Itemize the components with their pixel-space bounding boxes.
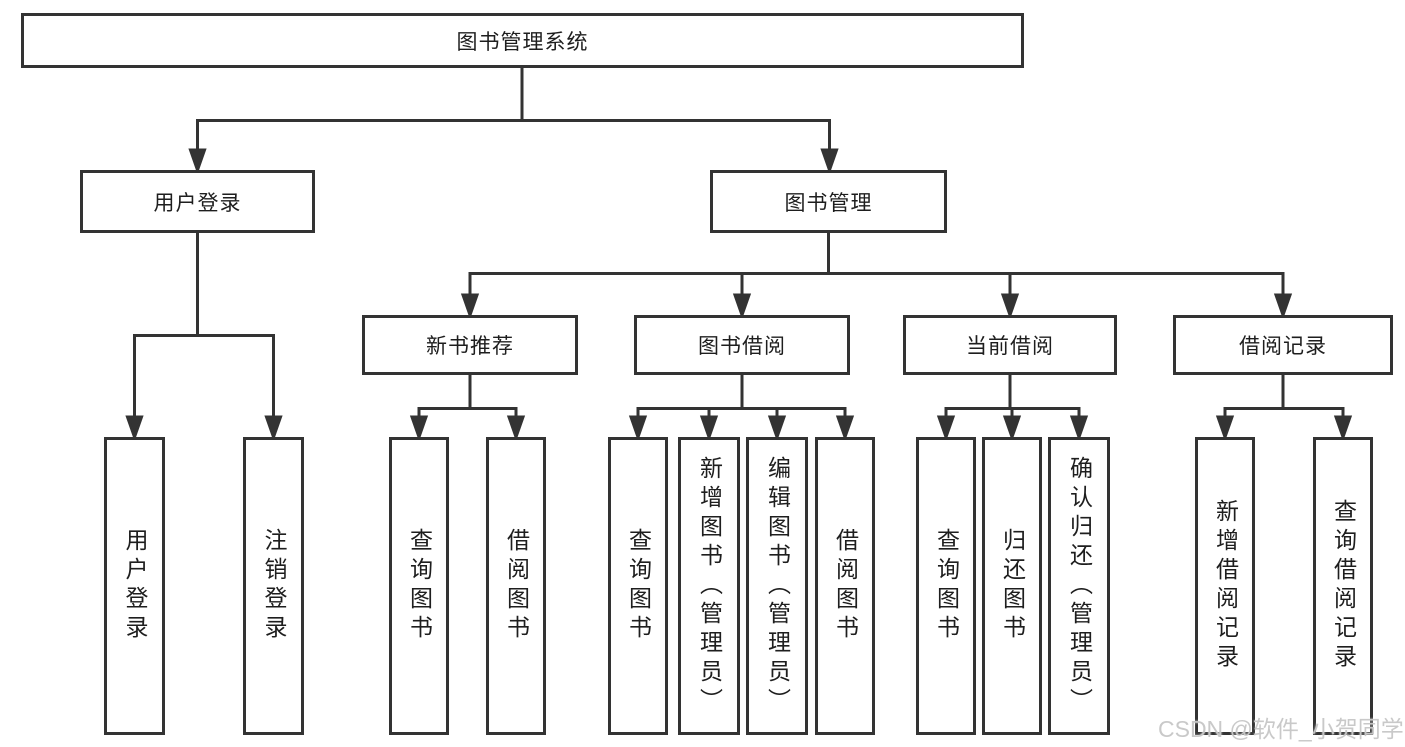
arrowhead-down-icon [460,293,480,320]
arrowhead-down-icon [699,415,719,442]
arrowhead-down-icon [1000,293,1020,320]
arrowhead-down-icon [264,415,283,442]
arrowhead-down-icon [1002,415,1022,442]
arrowhead-down-icon [820,148,839,175]
node-leaf-edit-books-admin: 编辑图书（管理员） [746,437,808,735]
node-label: 图书借阅 [698,335,786,358]
node-label: 注销登录 [261,528,287,644]
node-leaf-add-books-admin: 新增图书（管理员） [678,437,740,735]
node-label: 新书推荐 [426,335,514,358]
node-leaf-confirm-return-admin: 确认归还（管理员） [1048,437,1110,735]
node-label: 归还图书 [999,528,1026,644]
arrowhead-down-icon [409,415,429,442]
node-label: 确认归还（管理员） [1066,455,1093,717]
arrowhead-down-icon [1069,415,1089,442]
node-leaf-query-books: 查询图书 [389,437,449,735]
arrowhead-down-icon [1215,415,1235,442]
node-current-borrow: 当前借阅 [903,315,1117,375]
arrowhead-down-icon [732,293,752,320]
arrowhead-down-icon [628,415,648,442]
arrowhead-down-icon [767,415,787,442]
node-leaf-borrow-books: 借阅图书 [486,437,546,735]
node-new-book-recommend: 新书推荐 [362,315,578,375]
arrowhead-down-icon [506,415,526,442]
node-label: 查询图书 [625,528,652,644]
node-label: 借阅记录 [1239,335,1327,358]
arrowhead-down-icon [1333,415,1353,442]
node-label: 图书管理 [784,191,873,215]
arrowhead-down-icon [835,415,855,442]
node-label: 当前借阅 [966,335,1054,358]
node-borrow-records: 借阅记录 [1173,315,1393,375]
node-label: 查询图书 [406,528,433,644]
node-user-login: 用户登录 [80,170,315,233]
node-leaf-query-borrow-record: 查询借阅记录 [1313,437,1373,735]
node-label: 图书管理系统 [456,30,589,54]
arrowhead-down-icon [936,415,956,442]
node-leaf-user-login: 用户登录 [104,437,165,735]
node-leaf-logout: 注销登录 [243,437,304,735]
node-label: 新增借阅记录 [1212,499,1239,673]
node-leaf-return-books: 归还图书 [982,437,1042,735]
node-label: 用户登录 [153,191,242,215]
node-label: 用户登录 [122,528,148,644]
node-label: 新增图书（管理员） [696,455,723,717]
node-leaf-borrow-books: 借阅图书 [815,437,875,735]
csdn-watermark: CSDN @软件_小贺同学 [1158,716,1404,742]
arrowhead-down-icon [1273,293,1293,320]
node-leaf-add-borrow-record: 新增借阅记录 [1195,437,1255,735]
node-label: 编辑图书（管理员） [764,455,791,717]
arrowhead-down-icon [125,415,144,442]
node-library-management-system: 图书管理系统 [21,13,1024,68]
node-leaf-query-books: 查询图书 [916,437,976,735]
node-leaf-query-books: 查询图书 [608,437,668,735]
node-book-borrow: 图书借阅 [634,315,850,375]
node-book-management: 图书管理 [710,170,947,233]
node-label: 查询借阅记录 [1330,499,1357,673]
node-label: 查询图书 [933,528,960,644]
node-label: 借阅图书 [832,528,859,644]
node-label: 借阅图书 [503,528,530,644]
arrowhead-down-icon [188,148,207,175]
